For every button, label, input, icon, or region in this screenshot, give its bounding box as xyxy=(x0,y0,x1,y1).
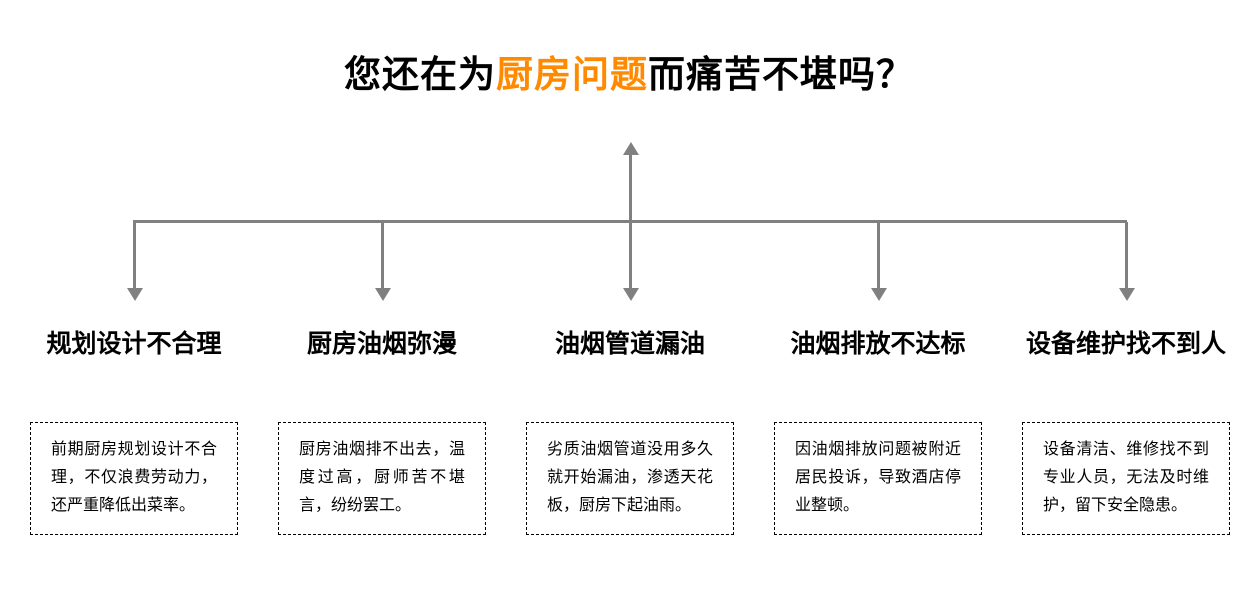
problem-description-box: 因油烟排放问题被附近居民投诉，导致酒店停业整顿。 xyxy=(774,422,982,535)
title-highlight: 厨房问题 xyxy=(496,54,648,95)
problem-description-box: 劣质油烟管道没用多久就开始漏油，渗透天花板，厨房下起油雨。 xyxy=(526,422,734,535)
problem-description-box: 厨房油烟排不出去，温度过高，厨师苦不堪言，纷纷罢工。 xyxy=(278,422,486,535)
problem-description: 因油烟排放问题被附近居民投诉，导致酒店停业整顿。 xyxy=(795,441,961,514)
problem-description-box: 设备清洁、维修找不到专业人员，无法及时维护，留下安全隐患。 xyxy=(1022,422,1230,535)
problem-description: 劣质油烟管道没用多久就开始漏油，渗透天花板，厨房下起油雨。 xyxy=(547,441,713,514)
branch-line-5 xyxy=(1125,222,1128,290)
down-arrow-icon xyxy=(375,288,391,301)
problem-heading: 厨房油烟弥漫 xyxy=(306,330,457,358)
branch-line-2 xyxy=(381,222,384,290)
page-title: 您还在为厨房问题而痛苦不堪吗？ xyxy=(0,52,1258,98)
problem-description: 厨房油烟排不出去，温度过高，厨师苦不堪言，纷纷罢工。 xyxy=(299,441,465,514)
down-arrow-icon xyxy=(623,288,639,301)
problem-description: 前期厨房规划设计不合理，不仅浪费劳动力，还严重降低出菜率。 xyxy=(51,441,217,514)
down-arrow-icon xyxy=(1119,288,1135,301)
problem-heading: 设备维护找不到人 xyxy=(1025,330,1226,358)
problem-column-fume-spread: 厨房油烟弥漫 厨房油烟排不出去，温度过高，厨师苦不堪言，纷纷罢工。 xyxy=(278,329,486,535)
problem-heading: 规划设计不合理 xyxy=(46,330,222,358)
down-arrow-icon xyxy=(871,288,887,301)
branch-line-4 xyxy=(877,222,880,290)
title-suffix: 而痛苦不堪吗？ xyxy=(648,54,914,95)
branch-line-1 xyxy=(133,222,136,290)
problem-description: 设备清洁、维修找不到专业人员，无法及时维护，留下安全隐患。 xyxy=(1043,441,1209,514)
title-prefix: 您还在为 xyxy=(344,54,496,95)
problem-heading: 油烟排放不达标 xyxy=(790,330,966,358)
branch-line-3 xyxy=(629,153,632,290)
problem-column-maintenance: 设备维护找不到人 设备清洁、维修找不到专业人员，无法及时维护，留下安全隐患。 xyxy=(1022,329,1230,535)
problem-heading: 油烟管道漏油 xyxy=(554,330,705,358)
problem-description-box: 前期厨房规划设计不合理，不仅浪费劳动力，还严重降低出菜率。 xyxy=(30,422,238,535)
problem-column-duct-leak: 油烟管道漏油 劣质油烟管道没用多久就开始漏油，渗透天花板，厨房下起油雨。 xyxy=(526,329,734,535)
problem-column-emission: 油烟排放不达标 因油烟排放问题被附近居民投诉，导致酒店停业整顿。 xyxy=(774,329,982,535)
problem-column-planning: 规划设计不合理 前期厨房规划设计不合理，不仅浪费劳动力，还严重降低出菜率。 xyxy=(30,329,238,535)
down-arrow-icon xyxy=(127,288,143,301)
up-arrow-icon xyxy=(623,142,639,155)
